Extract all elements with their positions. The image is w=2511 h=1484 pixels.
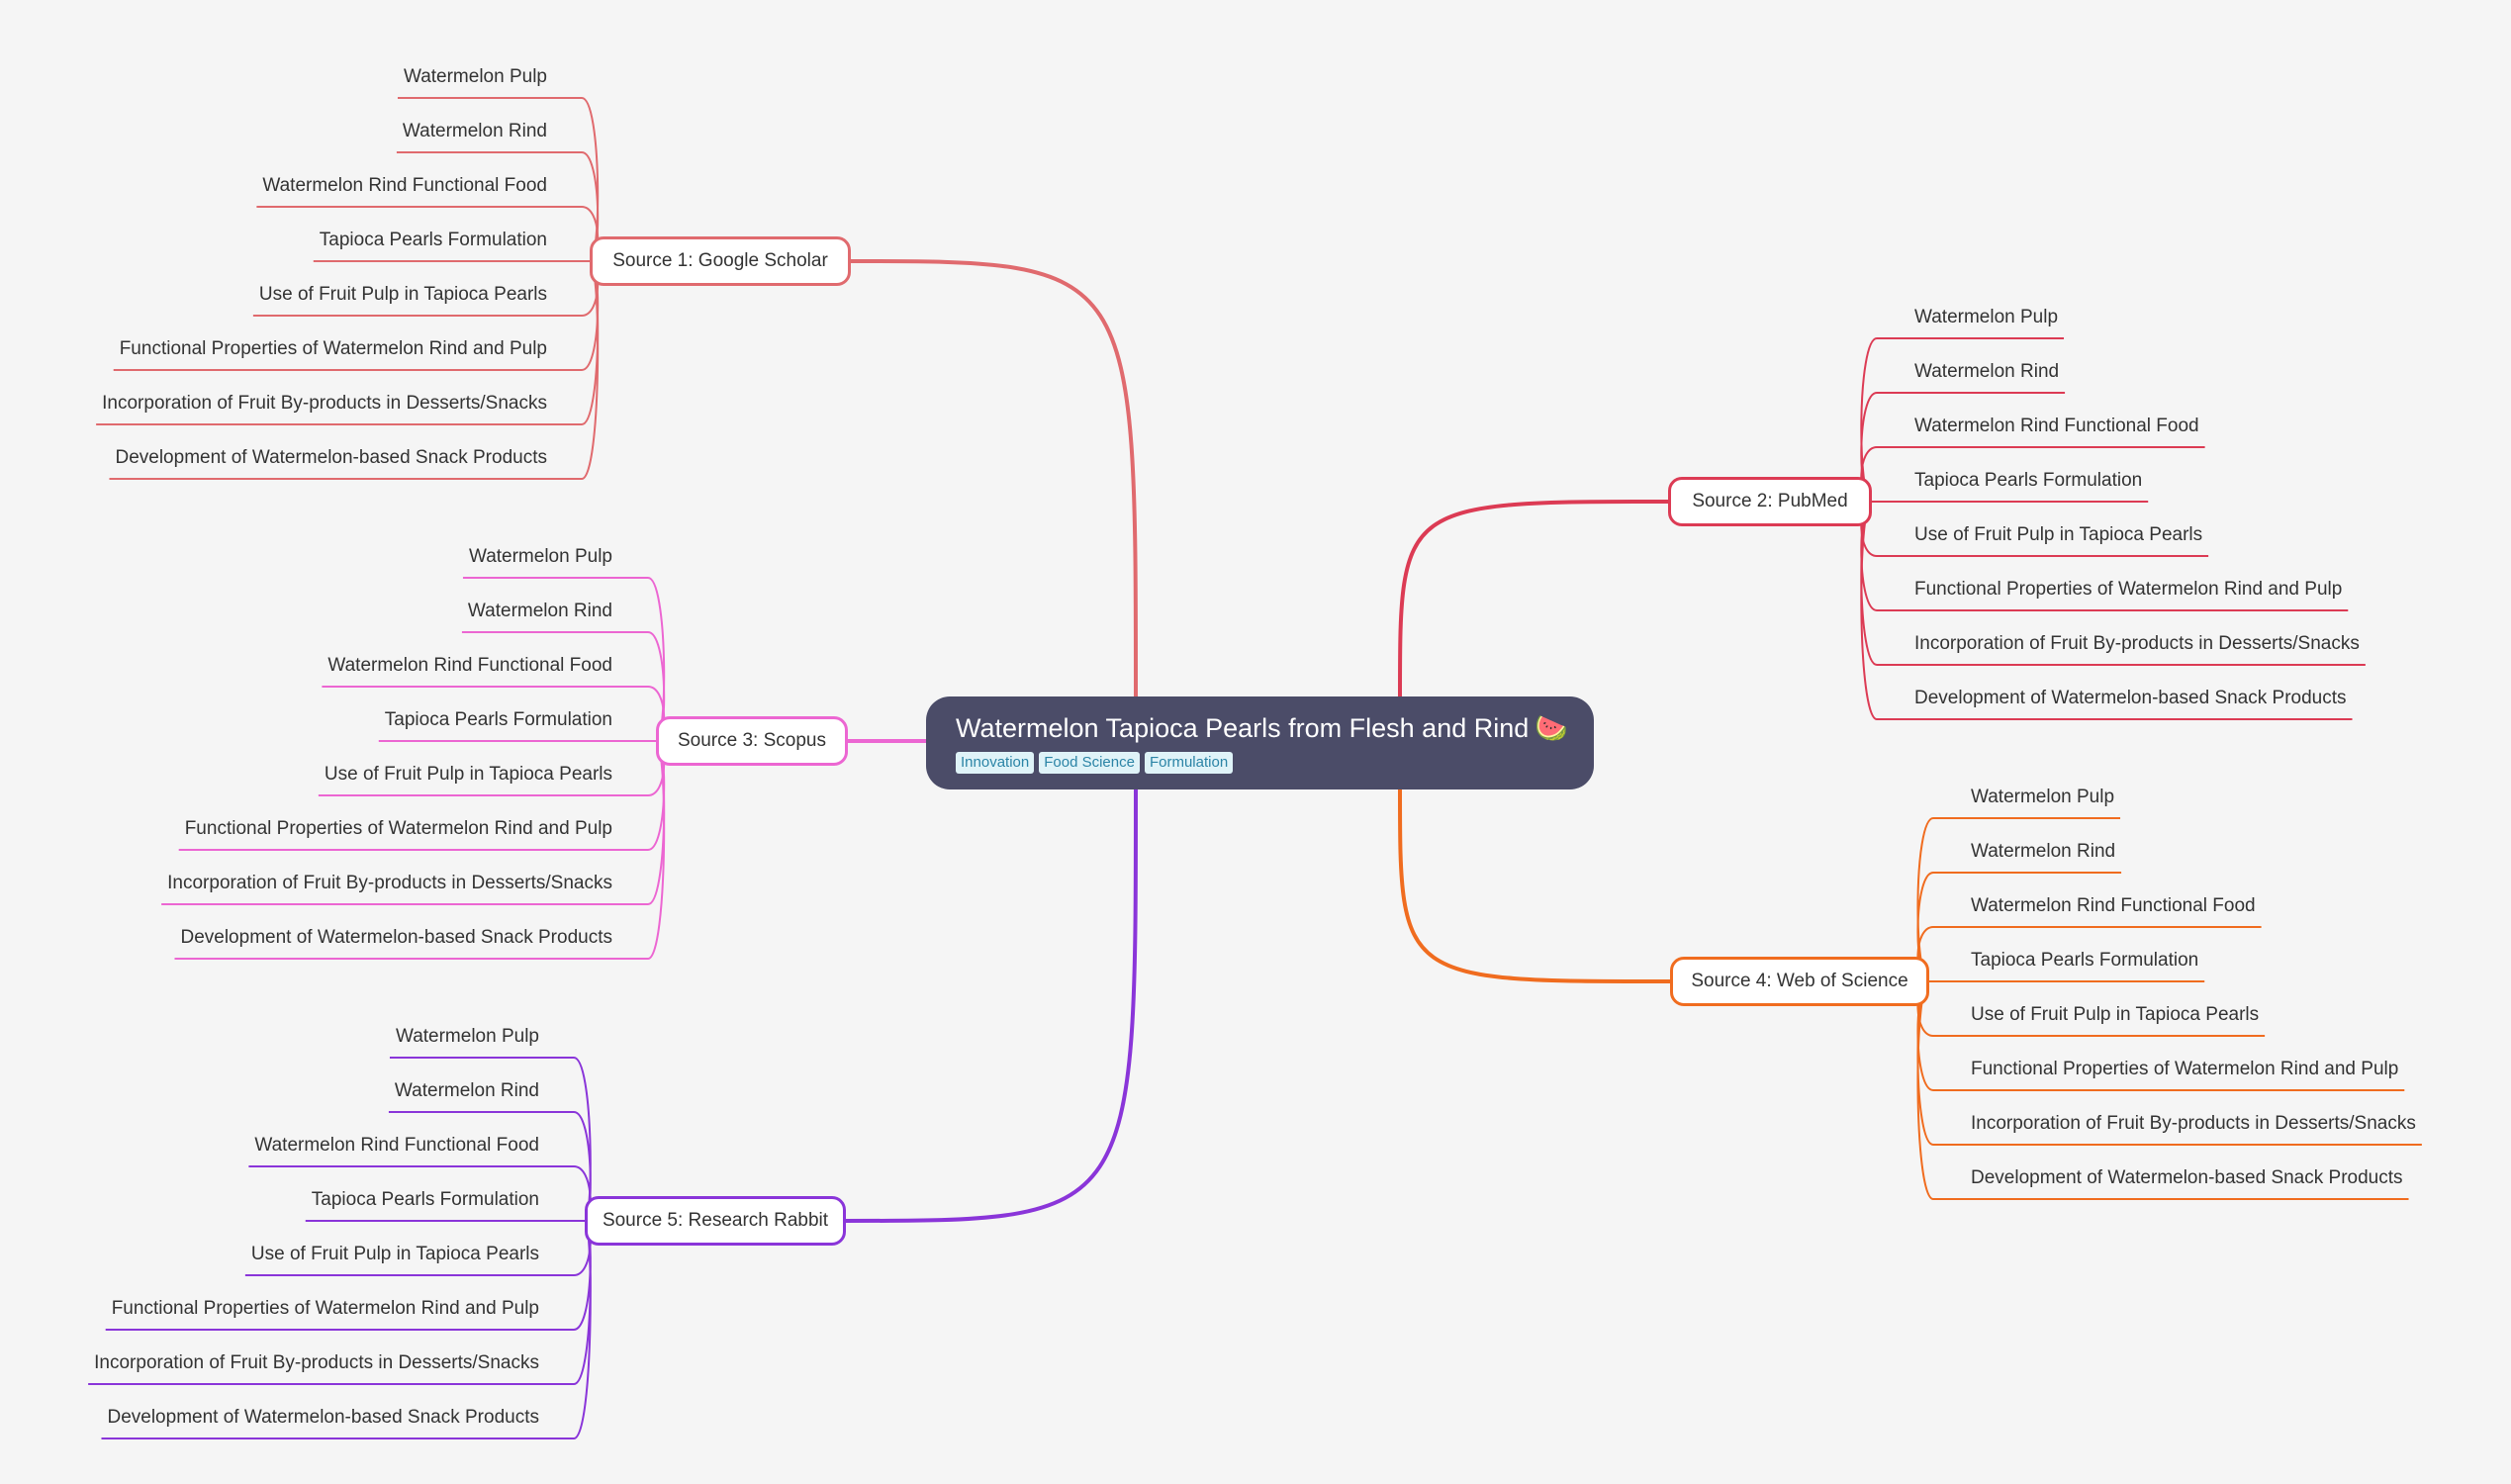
tag-food-science[interactable]: Food Science: [1039, 752, 1140, 774]
topic-item[interactable]: Watermelon Rind: [1971, 841, 2116, 862]
topic-item[interactable]: Watermelon Rind Functional Food: [327, 655, 612, 676]
topic-item[interactable]: Functional Properties of Watermelon Rind…: [184, 818, 612, 839]
topic-item[interactable]: Watermelon Rind Functional Food: [1971, 895, 2256, 916]
topic-item[interactable]: Tapioca Pearls Formulation: [1914, 470, 2143, 491]
topic-item[interactable]: Tapioca Pearls Formulation: [319, 230, 547, 250]
topic-item[interactable]: Incorporation of Fruit By-products in De…: [1914, 633, 2360, 654]
topic-item[interactable]: Watermelon Rind Functional Food: [1914, 416, 2199, 436]
root-title-text: Watermelon Tapioca Pearls from Flesh and…: [956, 713, 1530, 743]
topic-item[interactable]: Watermelon Rind: [394, 1080, 539, 1101]
source-node[interactable]: Source 4: Web of Science: [1670, 957, 1929, 1006]
root-connector: [1398, 500, 1669, 697]
topic-item[interactable]: Use of Fruit Pulp in Tapioca Pearls: [324, 764, 612, 785]
topic-item[interactable]: Watermelon Rind: [467, 601, 612, 621]
topic-item[interactable]: Tapioca Pearls Formulation: [384, 709, 612, 730]
root-topic[interactable]: Watermelon Tapioca Pearls from Flesh and…: [926, 696, 1594, 789]
topic-item[interactable]: Incorporation of Fruit By-products in De…: [167, 873, 612, 893]
source-node[interactable]: Source 3: Scopus: [656, 716, 848, 766]
topic-item[interactable]: Watermelon Rind: [1914, 361, 2060, 382]
topic-item[interactable]: Watermelon Rind Functional Food: [254, 1135, 539, 1156]
topic-item[interactable]: Functional Properties of Watermelon Rind…: [1971, 1059, 2399, 1079]
source-node[interactable]: Source 5: Research Rabbit: [585, 1196, 846, 1246]
root-tags: Innovation Food Science Formulation: [956, 752, 1594, 774]
root-connector: [850, 259, 1138, 697]
root-connector: [1398, 788, 1671, 983]
topic-item[interactable]: Watermelon Rind Functional Food: [262, 175, 547, 196]
topic-item[interactable]: Watermelon Pulp: [1971, 787, 2115, 807]
root-title: Watermelon Tapioca Pearls from Flesh and…: [956, 710, 1594, 746]
topic-item[interactable]: Tapioca Pearls Formulation: [311, 1189, 539, 1210]
topic-item[interactable]: Functional Properties of Watermelon Rind…: [111, 1298, 539, 1319]
tag-innovation[interactable]: Innovation: [956, 752, 1035, 774]
topic-item[interactable]: Development of Watermelon-based Snack Pr…: [107, 1407, 539, 1428]
topic-item[interactable]: Watermelon Pulp: [403, 66, 547, 87]
topic-item[interactable]: Use of Fruit Pulp in Tapioca Pearls: [258, 284, 547, 305]
topic-item[interactable]: Incorporation of Fruit By-products in De…: [102, 393, 547, 414]
tag-formulation[interactable]: Formulation: [1144, 752, 1234, 774]
topic-item[interactable]: Use of Fruit Pulp in Tapioca Pearls: [250, 1244, 539, 1264]
topic-item[interactable]: Functional Properties of Watermelon Rind…: [119, 338, 547, 359]
topic-item[interactable]: Development of Watermelon-based Snack Pr…: [180, 927, 612, 948]
topic-item[interactable]: Use of Fruit Pulp in Tapioca Pearls: [1971, 1004, 2260, 1025]
topic-item[interactable]: Watermelon Pulp: [468, 546, 612, 567]
topic-item[interactable]: Development of Watermelon-based Snack Pr…: [1971, 1167, 2403, 1188]
topic-item[interactable]: Watermelon Pulp: [395, 1026, 539, 1047]
watermelon-icon: 🍉: [1534, 713, 1568, 743]
topic-item[interactable]: Watermelon Pulp: [1914, 307, 2059, 327]
source-node[interactable]: Source 1: Google Scholar: [590, 236, 851, 286]
topic-item[interactable]: Development of Watermelon-based Snack Pr…: [1914, 688, 2347, 708]
topic-item[interactable]: Incorporation of Fruit By-products in De…: [1971, 1113, 2416, 1134]
topic-item[interactable]: Incorporation of Fruit By-products in De…: [94, 1352, 539, 1373]
root-connector: [845, 788, 1138, 1223]
topic-item[interactable]: Watermelon Rind: [402, 121, 547, 141]
topic-item[interactable]: Use of Fruit Pulp in Tapioca Pearls: [1914, 524, 2203, 545]
topic-item[interactable]: Functional Properties of Watermelon Rind…: [1914, 579, 2343, 600]
topic-item[interactable]: Tapioca Pearls Formulation: [1971, 950, 2199, 971]
topic-item[interactable]: Development of Watermelon-based Snack Pr…: [115, 447, 547, 468]
source-node[interactable]: Source 2: PubMed: [1668, 477, 1872, 526]
